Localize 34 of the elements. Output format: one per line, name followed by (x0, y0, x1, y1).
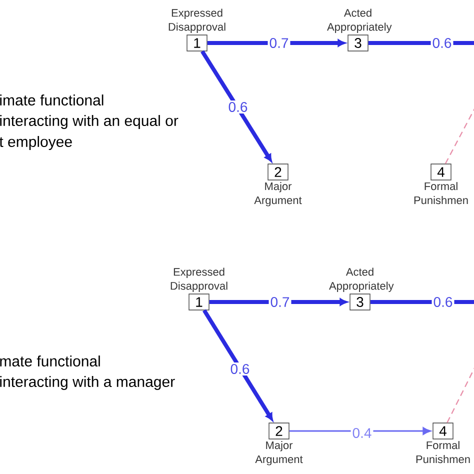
numbered-box: 2 (268, 422, 290, 440)
text-line: mate functional (0, 356, 100, 366)
numbered-box: 2 (268, 164, 288, 180)
node-caption: Major Argument (254, 182, 302, 206)
arrow (202, 309, 273, 421)
node-caption: Expressed Disapproval (170, 268, 228, 292)
text-line: interacting with a manager (0, 376, 175, 390)
node-caption: Formal Punishmen (414, 182, 468, 204)
node-caption: Acted Appropriately (329, 268, 394, 292)
arrow (289, 427, 431, 435)
edge-label: 0.6 (226, 100, 250, 114)
edge-label: 0.4 (350, 426, 374, 440)
numbered-box: 3 (348, 34, 368, 52)
numbered-box: 4 (432, 422, 454, 440)
arrow (207, 39, 346, 47)
numbered-box: 4 (430, 164, 452, 180)
numbered-box: 3 (350, 294, 370, 310)
node-caption: Acted Appropriately (327, 8, 392, 33)
numbered-box: 1 (188, 294, 210, 310)
edge-label: 0.6 (228, 362, 252, 376)
node-caption: Formal Punishmen (416, 441, 470, 464)
node-caption: Major Argument (255, 441, 303, 466)
edge-label: 0.7 (268, 36, 290, 50)
numbered-box: 1 (186, 34, 208, 52)
edge-label: 0.6 (430, 36, 454, 50)
text-line: imate functional (0, 94, 104, 106)
node-caption: Expressed Disapproval (168, 8, 226, 33)
arrow (209, 298, 348, 306)
line (368, 41, 474, 45)
edge-label: 0.7 (268, 296, 292, 308)
edge-label: 0.6 (432, 296, 454, 308)
line (370, 300, 474, 304)
arrow (200, 50, 272, 162)
text-line: interacting with an equal or (0, 115, 178, 129)
